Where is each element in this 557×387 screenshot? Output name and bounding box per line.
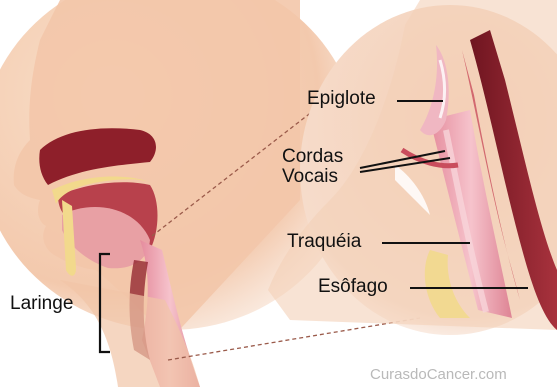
label-cordas: Cordas: [282, 147, 343, 167]
watermark: CurasdoCancer.com: [370, 366, 507, 383]
label-vocais: Vocais: [282, 167, 343, 187]
label-cordas-vocais: Cordas Vocais: [282, 147, 343, 187]
label-esofago: Esôfago: [318, 277, 388, 298]
label-laringe: Laringe: [10, 294, 73, 315]
label-traqueia: Traquéia: [287, 232, 361, 253]
label-epiglote: Epiglote: [307, 89, 376, 110]
